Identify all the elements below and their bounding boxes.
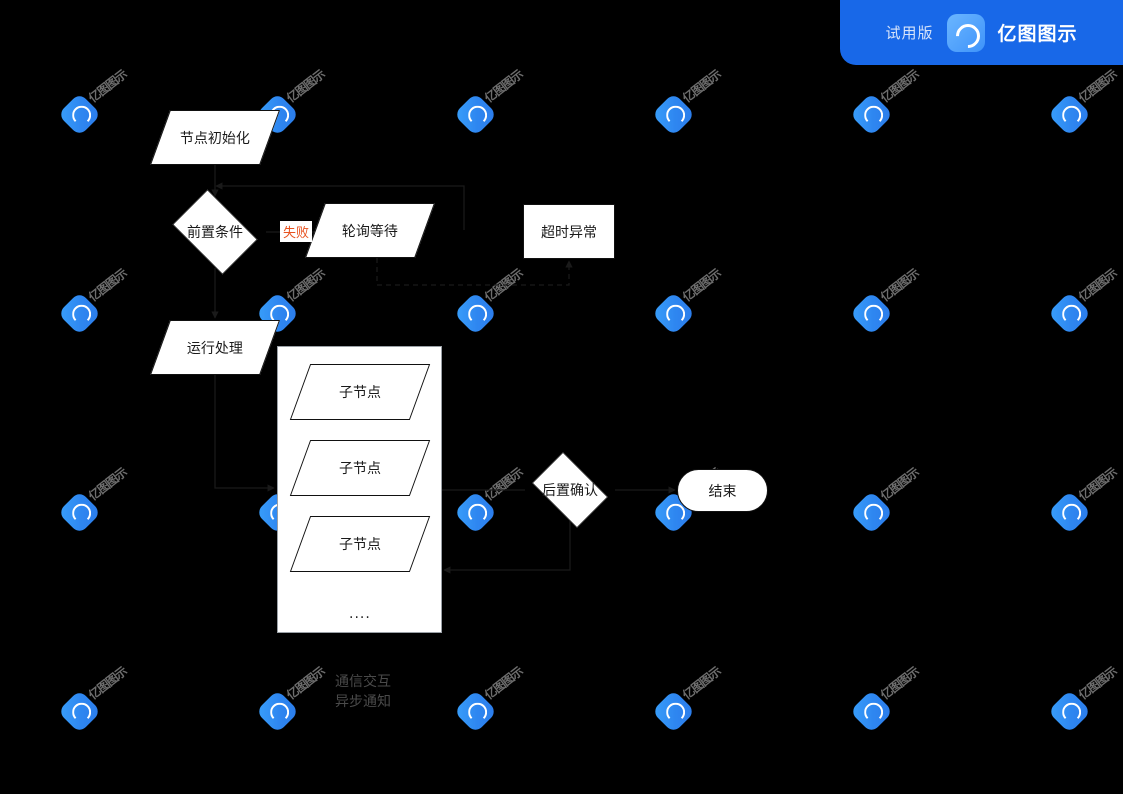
node-child-node-3[interactable]: 子节点 — [289, 516, 431, 572]
edge-poll-to-timeout — [376, 258, 573, 286]
trial-version-badge[interactable]: 试用版 亿图图示 — [840, 0, 1123, 65]
node-timeout-exception[interactable]: 超时异常 — [523, 204, 615, 259]
node-node-init[interactable]: 节点初始化 — [149, 110, 281, 165]
node-label: 轮询等待 — [342, 223, 398, 240]
node-child-node-1[interactable]: 子节点 — [289, 364, 431, 420]
node-label: 运行处理 — [187, 340, 243, 357]
node-run-process[interactable]: 运行处理 — [149, 320, 281, 375]
node-label: 结束 — [708, 483, 737, 500]
node-post-confirm[interactable]: 后置确认 — [525, 452, 615, 528]
edge-label-failure: 失败 — [280, 221, 313, 242]
node-label: 节点初始化 — [180, 130, 250, 147]
annotation-line-2: 异步通知 — [335, 694, 391, 710]
edge-postcheck-loop-back — [443, 521, 571, 574]
edraw-logo-icon — [946, 13, 985, 52]
node-polling-wait[interactable]: 轮询等待 — [304, 203, 436, 258]
node-precondition[interactable]: 前置条件 — [165, 189, 265, 275]
node-label: 子节点 — [339, 537, 381, 553]
node-child-node-2[interactable]: 子节点 — [289, 440, 431, 496]
node-label: 子节点 — [339, 385, 381, 401]
edge-poll-retry-loop — [215, 182, 465, 230]
annotation-line-1: 通信交互 — [335, 674, 391, 690]
node-label: 后置确认 — [542, 483, 598, 499]
node-label: 前置条件 — [187, 225, 243, 241]
trial-label: 试用版 — [885, 24, 934, 42]
node-label: 超时异常 — [541, 224, 597, 241]
annotation-note: 通信交互 异步通知 — [335, 672, 391, 712]
node-label: 子节点 — [339, 461, 381, 477]
group-ellipsis: .... — [349, 606, 371, 622]
brand-name: 亿图图示 — [997, 23, 1078, 45]
edge-run-to-group — [214, 375, 275, 492]
node-end[interactable]: 结束 — [677, 469, 768, 512]
